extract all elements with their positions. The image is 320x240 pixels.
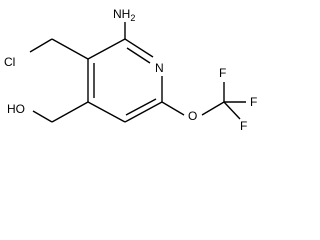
atom-labels: NH2 N Cl HO O F F F xyxy=(4,7,257,133)
atom-ring-nitrogen: N xyxy=(155,61,164,75)
bond-c4-c5 xyxy=(87,101,126,123)
amine-h-subscript: 2 xyxy=(130,13,135,23)
atom-fluorine-bottom: F xyxy=(240,119,247,133)
atom-ether-oxygen: O xyxy=(188,109,197,123)
molecule-structure: NH2 N Cl HO O F F F xyxy=(4,7,257,133)
bond-ch2-cl xyxy=(29,38,53,53)
atom-hydroxyl: HO xyxy=(7,102,25,116)
bond-o-cf3 xyxy=(201,101,225,116)
bond-c3-ch2 xyxy=(51,38,89,60)
atom-fluorine-top: F xyxy=(219,66,226,80)
bond-c6-o xyxy=(161,101,185,116)
bond-c5-c6-inner xyxy=(125,98,157,116)
bonds xyxy=(29,22,246,123)
bond-c-f-bottom xyxy=(223,101,241,120)
bond-n1-c2-inner xyxy=(126,47,151,64)
atom-amine: NH2 xyxy=(113,7,135,23)
amine-label: NH xyxy=(113,7,130,21)
atom-fluorine-right: F xyxy=(250,95,257,109)
bond-c4-ch2 xyxy=(51,101,89,123)
atom-chlorine: Cl xyxy=(4,55,15,69)
bond-c2-c3 xyxy=(87,38,126,60)
bond-c5-c6 xyxy=(124,101,163,123)
bond-ch2-oh xyxy=(32,110,53,123)
bond-n1-c2 xyxy=(124,38,154,58)
